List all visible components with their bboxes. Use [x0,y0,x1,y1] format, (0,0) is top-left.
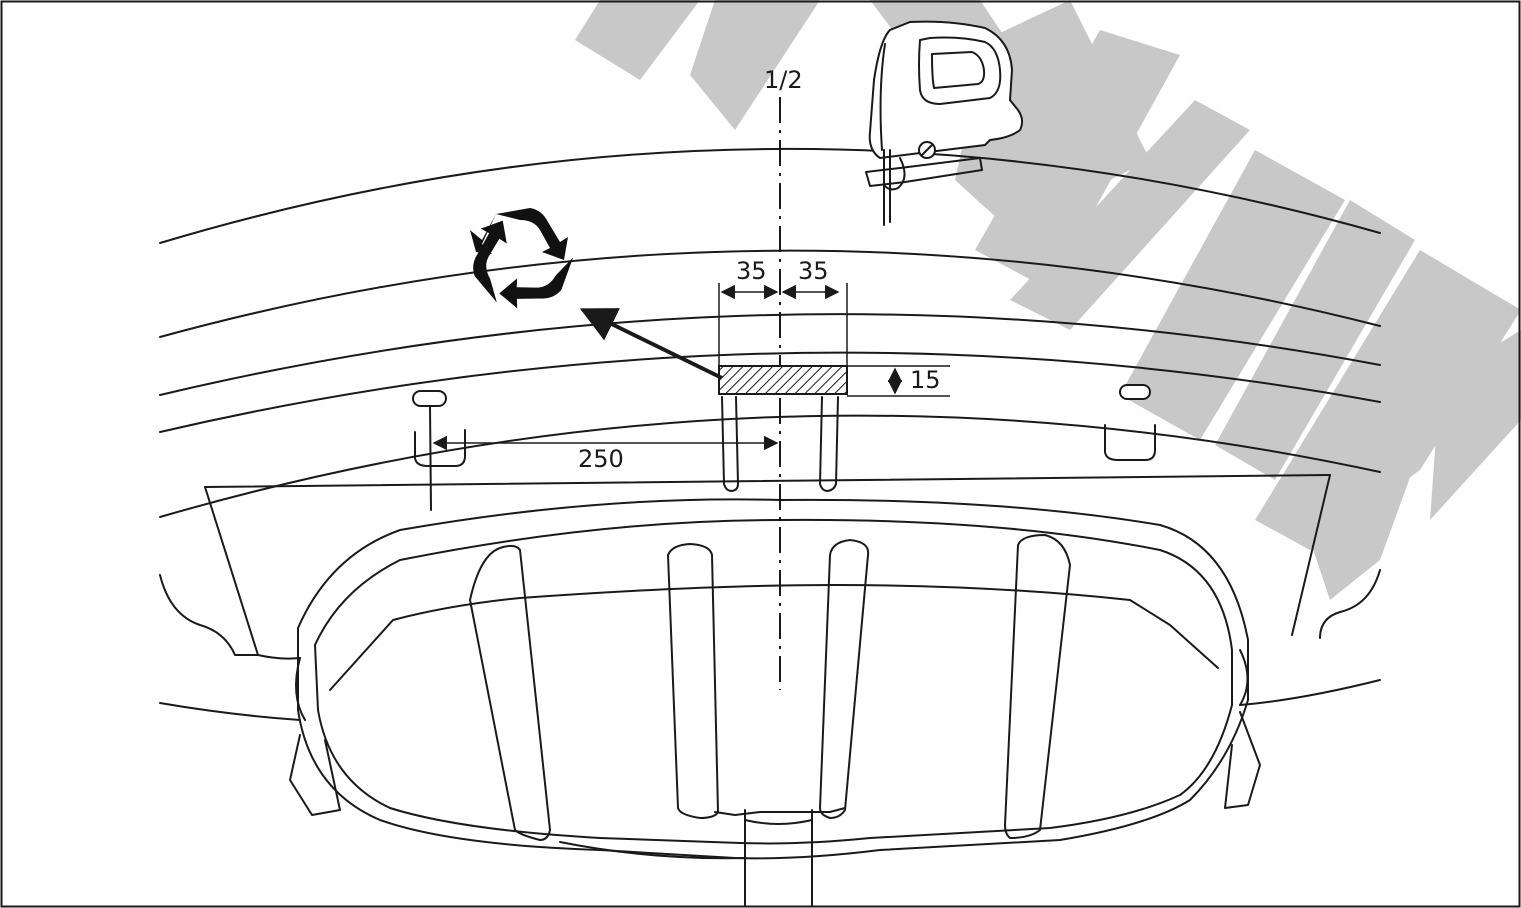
jigsaw-icon [865,20,1024,226]
recycle-icon [470,208,574,309]
centerline-label: 1/2 [764,66,803,94]
mounting-points [412,384,1156,511]
lower-bumper [289,498,1261,906]
dim-15: 15 [910,366,941,394]
cut-area [718,365,848,395]
dim-right-35: 35 [798,257,829,285]
height-dimension: 15 [847,365,950,397]
dim-250: 250 [578,445,624,473]
center-brackets [721,396,839,492]
dim-left-35: 35 [736,257,767,285]
width-dimension: 35 35 [718,257,848,366]
bumper-contours [159,147,1381,721]
discard-arrow [579,308,723,380]
offset-dimension: 250 [432,435,779,473]
